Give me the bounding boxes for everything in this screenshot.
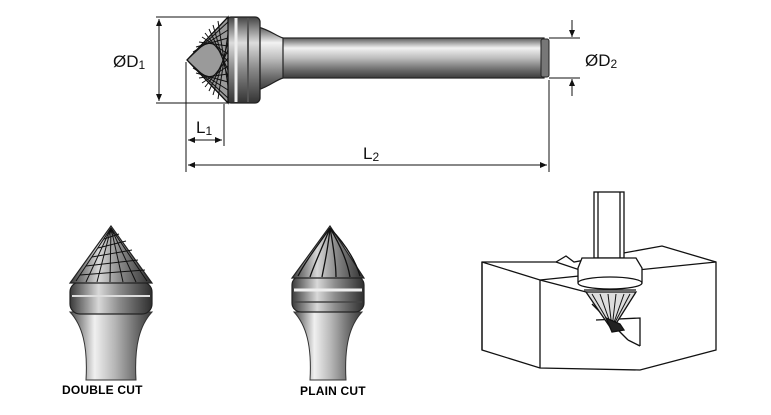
label-l2: L2 [363,144,379,164]
double-cut-teeth [75,227,148,283]
label-l1: L1 [196,118,212,138]
plain-cut-burr-photo [290,224,366,381]
label-d1: ØD1 [113,52,146,72]
cross-cut-teeth [189,20,229,100]
side-view-burr [186,15,550,105]
application-sketch [481,191,717,371]
caption-double-cut: DOUBLE CUT [62,383,143,397]
caption-plain-cut: PLAIN CUT [300,384,366,398]
double-cut-burr-photo [68,224,154,381]
plain-cut-flutes [297,227,361,278]
label-d2: ØD2 [585,51,618,71]
dimension-lines [156,16,580,172]
